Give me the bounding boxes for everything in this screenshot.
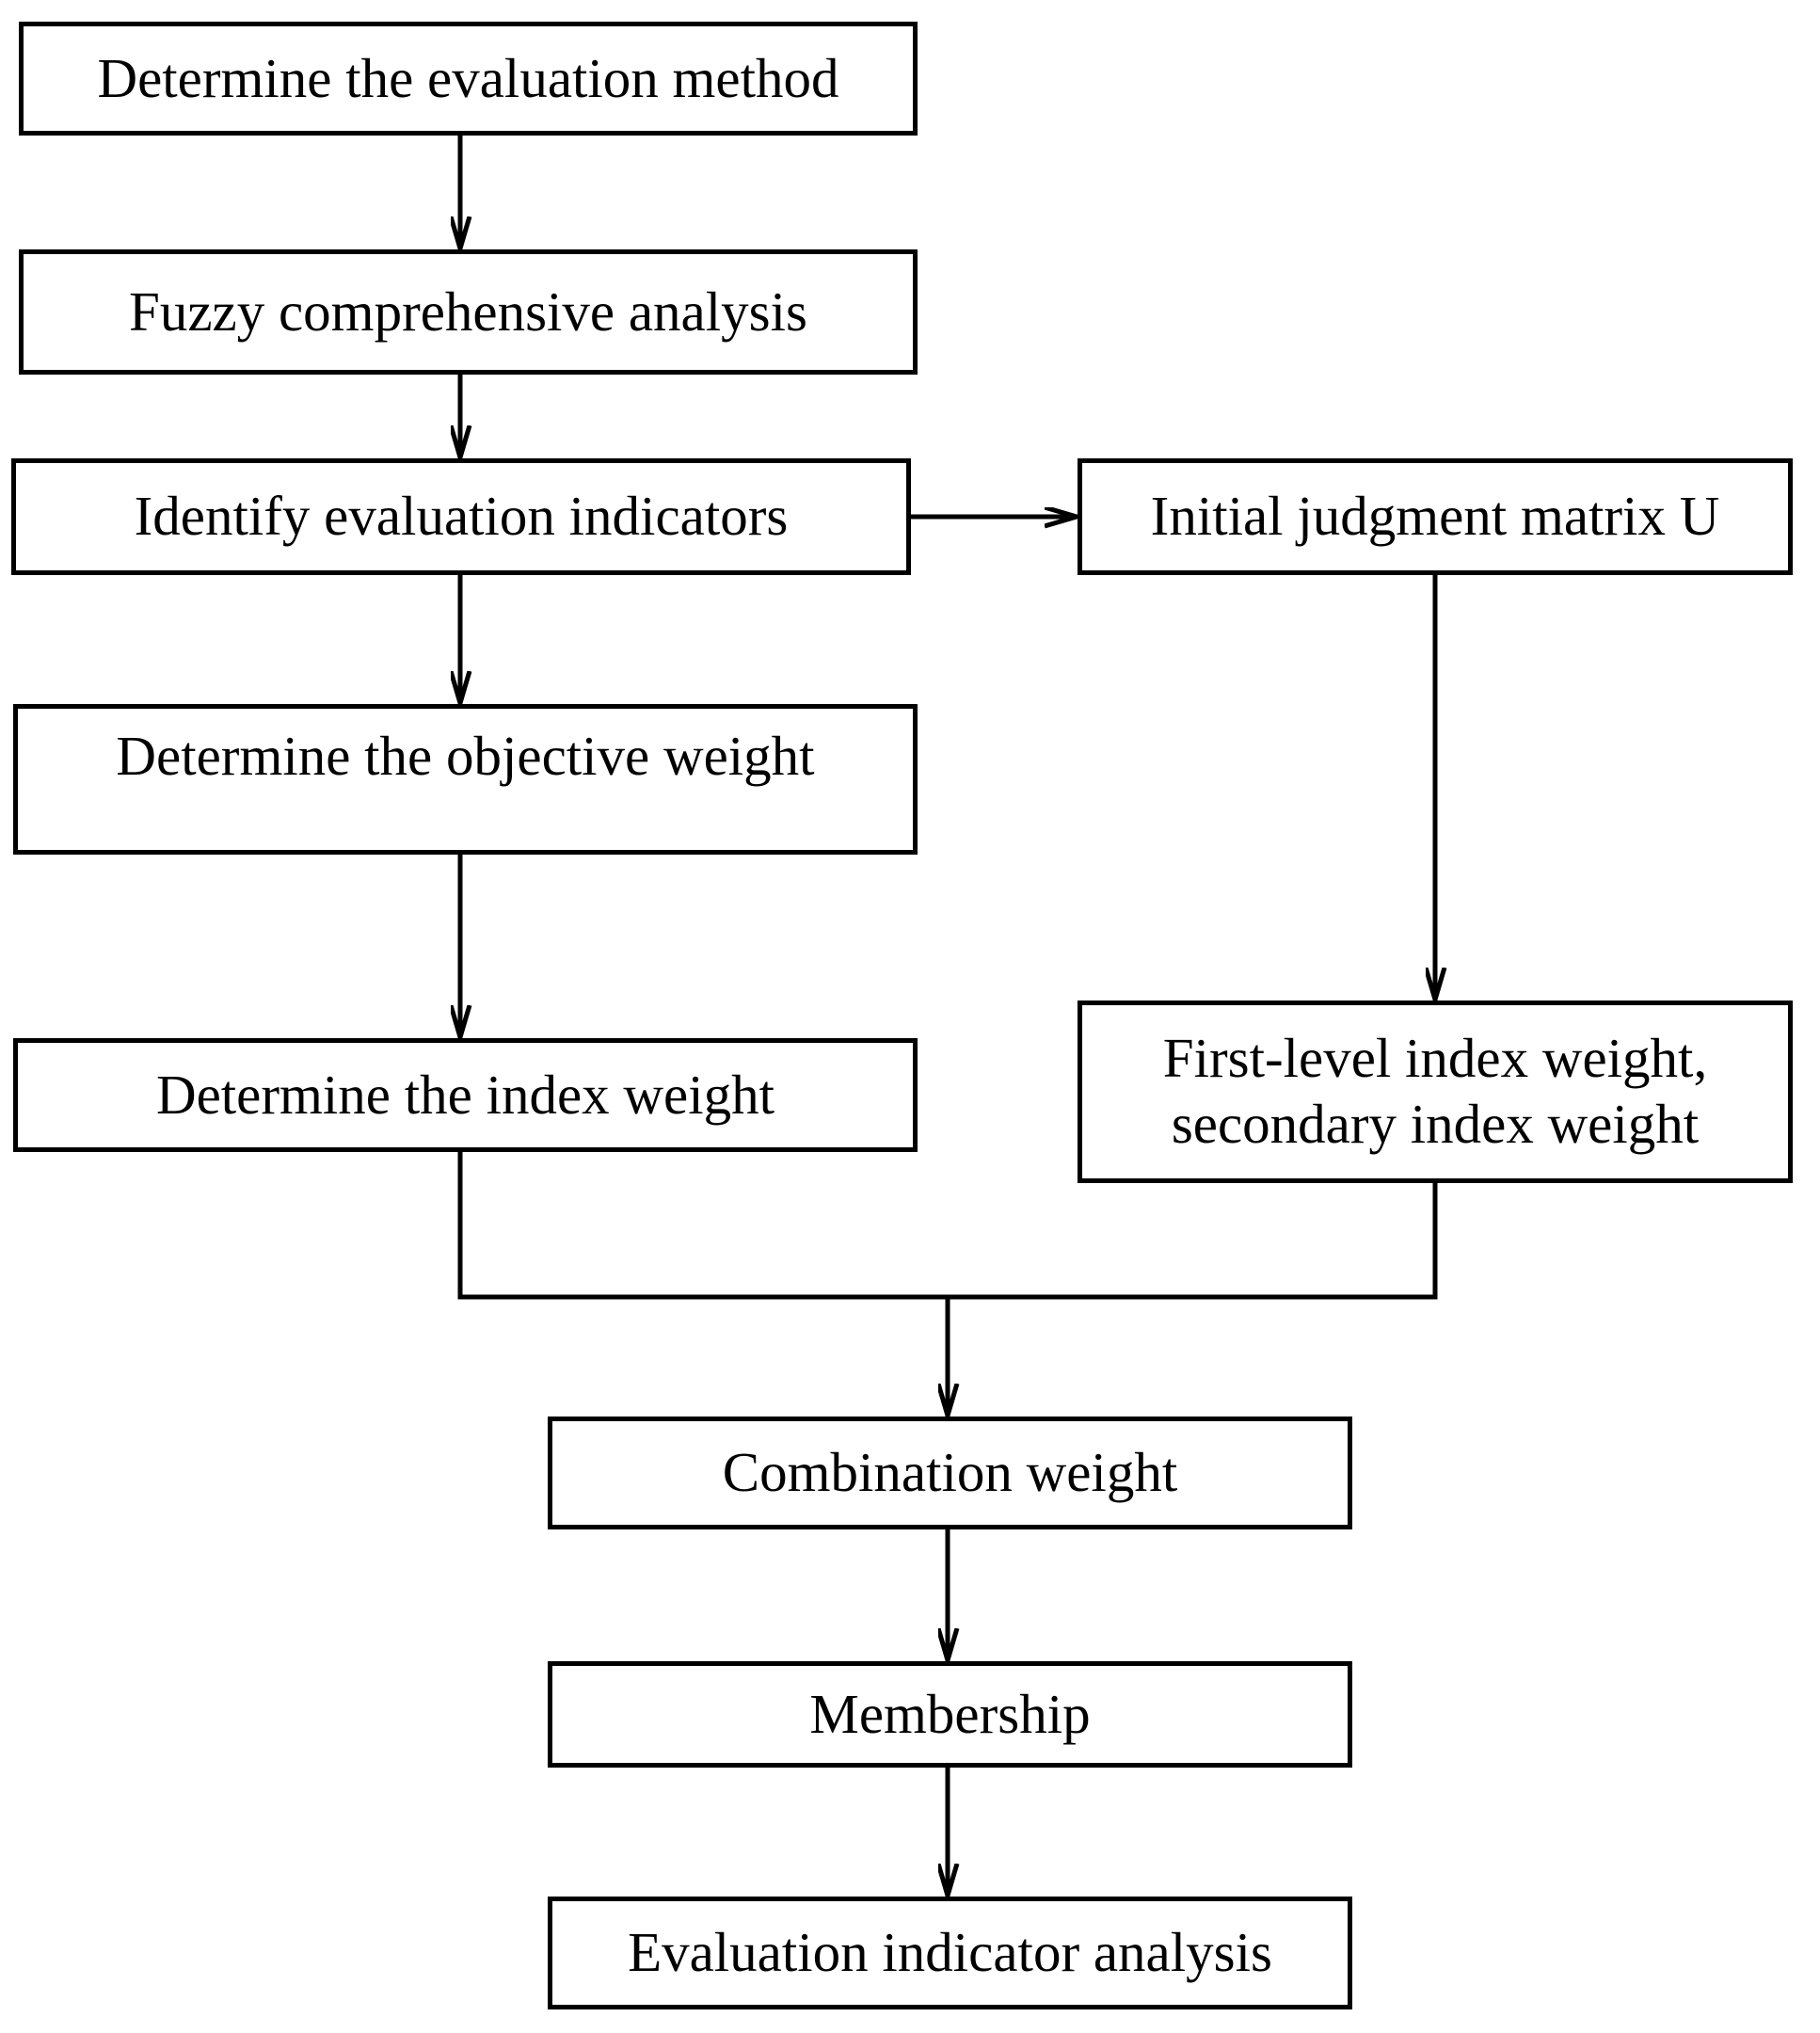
- node-label-determine-index-weight: Determine the index weight: [156, 1063, 774, 1126]
- edge-merge-to-combination: [457, 1152, 1438, 1414]
- node-label-initial-judgment-matrix-u: Initial judgment matrix U: [1150, 485, 1720, 548]
- node-label-combination-weight: Combination weight: [722, 1441, 1178, 1504]
- node-label-evaluation-indicator-analysis: Evaluation indicator analysis: [628, 1921, 1272, 1984]
- node-initial-judgment-matrix-u[interactable]: Initial judgment matrix U: [1078, 458, 1793, 575]
- node-label-fuzzy-comprehensive-analysis: Fuzzy comprehensive analysis: [129, 280, 807, 343]
- node-membership[interactable]: Membership: [548, 1661, 1352, 1768]
- node-determine-index-weight[interactable]: Determine the index weight: [13, 1038, 918, 1152]
- node-determine-evaluation-method[interactable]: Determine the evaluation method: [19, 22, 918, 136]
- node-determine-objective-weight[interactable]: Determine the objective weight: [13, 704, 918, 855]
- node-identify-evaluation-indicators[interactable]: Identify evaluation indicators: [11, 458, 911, 575]
- node-label-identify-evaluation-indicators: Identify evaluation indicators: [134, 485, 789, 548]
- node-label-determine-evaluation-method: Determine the evaluation method: [97, 46, 839, 109]
- node-label-determine-objective-weight: Determine the objective weight: [116, 725, 815, 787]
- node-first-level-secondary-index-weight[interactable]: First-level index weight, secondary inde…: [1078, 1000, 1793, 1183]
- node-combination-weight[interactable]: Combination weight: [548, 1417, 1352, 1529]
- node-label-first-level-secondary-index-weight: First-level index weight, secondary inde…: [1162, 1027, 1708, 1155]
- node-fuzzy-comprehensive-analysis[interactable]: Fuzzy comprehensive analysis: [19, 249, 918, 375]
- node-label-membership: Membership: [809, 1682, 1091, 1745]
- node-evaluation-indicator-analysis[interactable]: Evaluation indicator analysis: [548, 1897, 1352, 2009]
